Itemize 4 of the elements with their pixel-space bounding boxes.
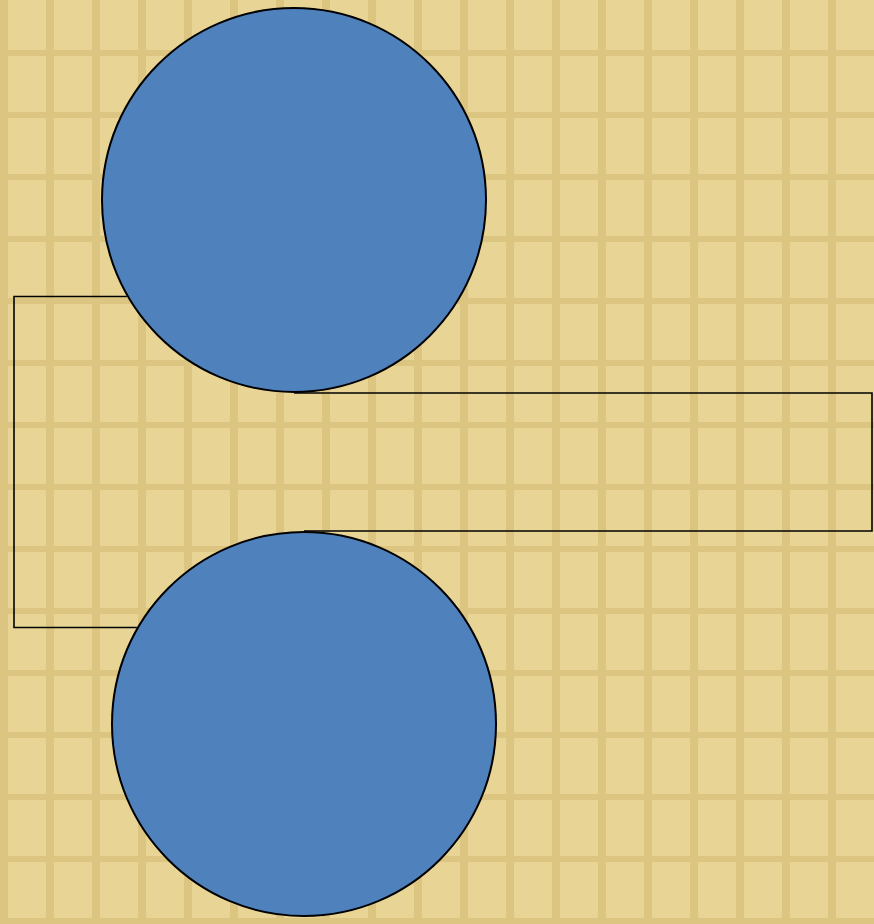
connector-line — [13, 295, 138, 629]
circle-shape — [111, 531, 497, 917]
connector-line — [293, 392, 873, 532]
circle-shape — [101, 7, 487, 393]
